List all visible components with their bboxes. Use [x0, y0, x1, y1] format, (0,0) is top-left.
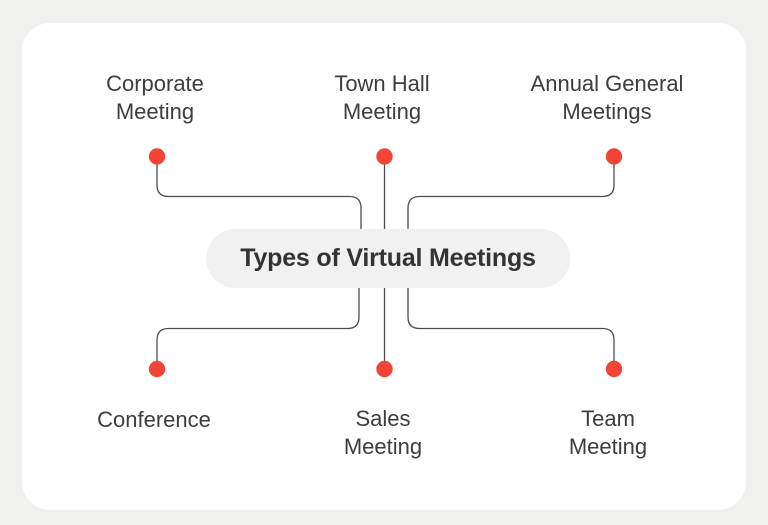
node-dot-team-meeting: [605, 360, 623, 378]
node-dot-corporate-meeting: [148, 148, 166, 165]
node-dot-town-hall-meeting: [376, 148, 393, 165]
central-topic-pill: Types of Virtual Meetings: [206, 229, 570, 288]
node-label-sales-meeting: Sales Meeting: [343, 406, 423, 459]
node-label-corporate-meeting: Corporate Meeting: [106, 71, 204, 124]
connector-bottom-left: [156, 288, 360, 369]
node-dot-sales-meeting: [376, 360, 393, 378]
node-label-conference: Conference: [97, 407, 211, 432]
connector-bottom-right: [407, 288, 615, 369]
node-dot-conference: [148, 360, 166, 378]
node-label-annual-general-meetings: Annual General Meetings: [530, 71, 684, 124]
node-dot-annual-general-meetings: [605, 148, 623, 165]
node-label-town-hall-meeting: Town Hall Meeting: [334, 71, 430, 124]
connector-top-left: [156, 156, 362, 229]
connector-top-right: [407, 156, 615, 229]
central-topic-title: Types of Virtual Meetings: [240, 244, 536, 272]
node-label-team-meeting: Team Meeting: [568, 406, 648, 459]
